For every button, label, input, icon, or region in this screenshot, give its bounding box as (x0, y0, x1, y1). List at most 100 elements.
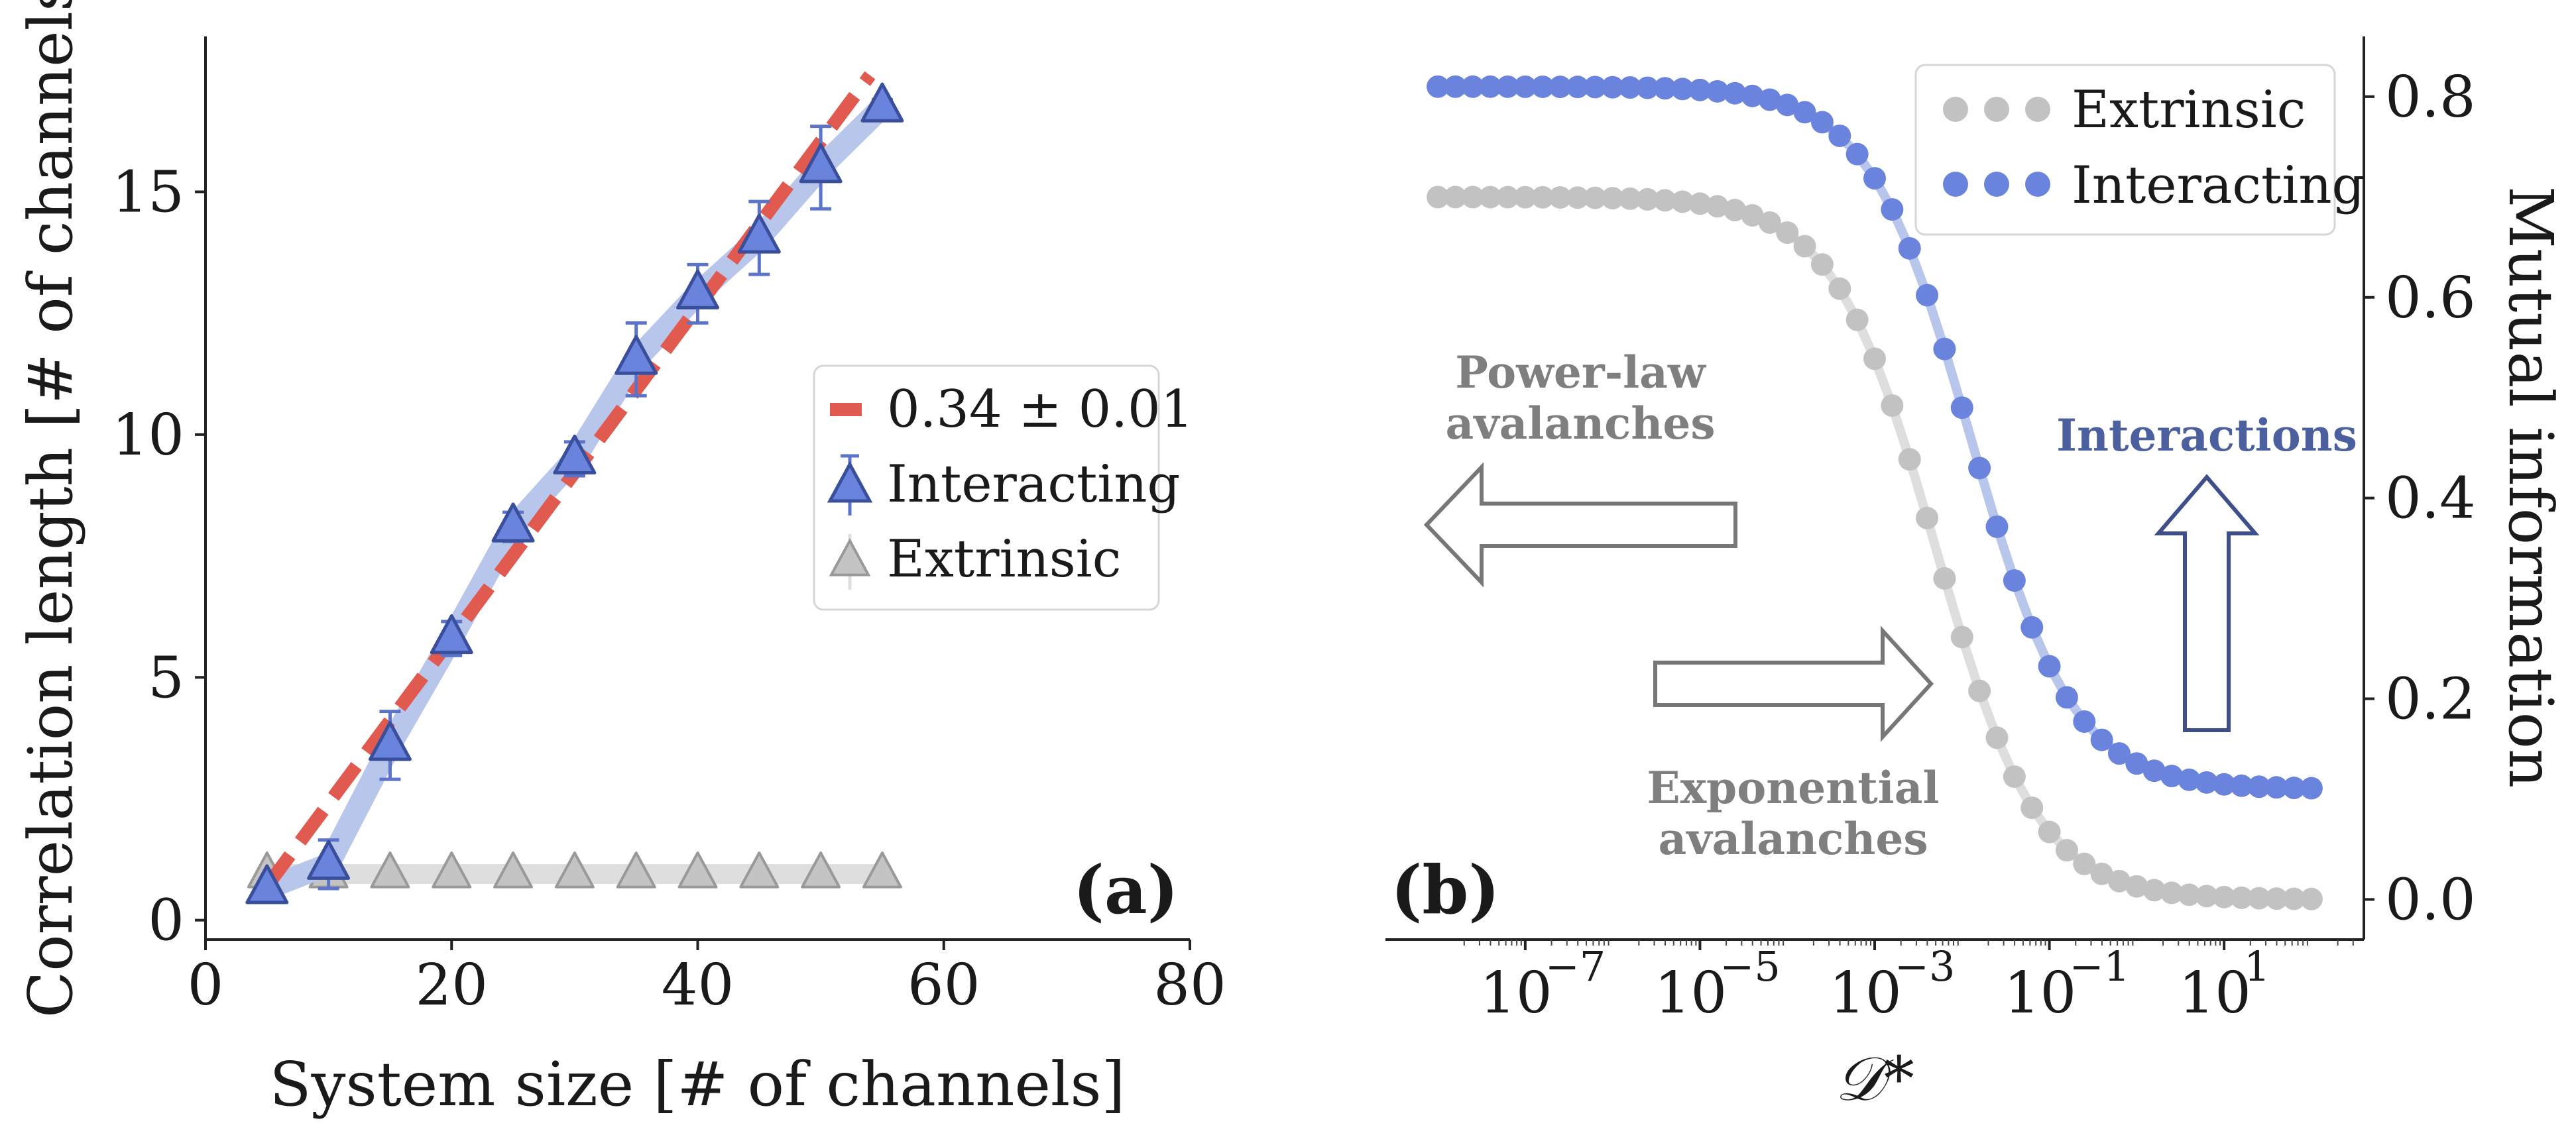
chart-b-xtick-label: 10 (2004, 960, 2076, 1026)
chart-a-legend-frame (813, 364, 1160, 611)
chart-b-ytick-label: 0.2 (2385, 667, 2476, 733)
chart-a-xlabel: System size [# of channels] (270, 1049, 1126, 1120)
chart-b-xtick-exponent: −5 (1720, 942, 1780, 991)
extrinsic-b-point (1688, 192, 1712, 215)
annot-power-law-line1: Power-law (1455, 347, 1707, 398)
interacting-b-point (1427, 75, 1450, 98)
interacting-b-point (1724, 82, 1747, 105)
interacting-b-point (1549, 76, 1572, 99)
extrinsic-b-point (1724, 199, 1747, 222)
extrinsic-point (370, 851, 410, 889)
interacting-b-point (1950, 396, 1973, 419)
chart-b-xtick-label: 10 (1655, 960, 1727, 1026)
interacting-b-point (1828, 124, 1851, 147)
extrinsic-b-point (1427, 186, 1450, 209)
extrinsic-b-point (2038, 820, 2061, 844)
extrinsic-b-point (1584, 186, 1607, 209)
interacting-b-point (1933, 337, 1956, 360)
interacting-b-point (1916, 284, 1939, 307)
legend-b-interacting-swatch (1943, 172, 2050, 197)
chart-b-xtick-exponent: −7 (1545, 942, 1606, 991)
extrinsic-b-point (1828, 277, 1851, 300)
interacting-b-point (1461, 75, 1484, 98)
interacting-point (737, 213, 781, 254)
extrinsic-b-point (1531, 186, 1554, 209)
interacting-b-point (1601, 76, 1624, 99)
chart-b-ytick-label: 0.4 (2385, 466, 2476, 532)
interacting-b-point (2090, 728, 2113, 751)
extrinsic-b-point (1845, 308, 1869, 331)
chart-a-xtick-label: 0 (188, 952, 224, 1018)
extrinsic-b-point (1793, 235, 1816, 258)
legend-b-interacting-dot (1984, 172, 2009, 197)
legend-extrinsic-marker (829, 537, 871, 576)
interacting-b-point (1985, 515, 2009, 538)
interacting-b-point (2160, 765, 2184, 788)
interacting-b-point (2142, 759, 2166, 783)
extrinsic-b-point (2300, 887, 2323, 910)
annot-exponential-line2: avalanches (1658, 813, 1928, 865)
chart-a-ytick-label: 15 (112, 159, 184, 225)
legend-b-extrinsic-dot (1943, 97, 1968, 122)
chart-a-xtick-label: 40 (662, 952, 734, 1018)
interacting-b-point (2247, 775, 2270, 798)
extrinsic-point (862, 851, 902, 889)
extrinsic-b-point (2282, 887, 2306, 910)
legend-extrinsic-swatch (829, 534, 871, 590)
interacting-b-point (1741, 84, 1764, 107)
legend-interacting-marker (827, 461, 873, 503)
interacting-b-point (2020, 616, 2044, 639)
interacting-b-point (2282, 777, 2306, 800)
extrinsic-b-point (1898, 448, 1921, 471)
chart-b-xtick-exponent: −3 (1895, 942, 1955, 991)
extrinsic-b-point (1444, 186, 1467, 209)
interacting-b-point (1968, 457, 1991, 480)
interacting-b-point (1531, 75, 1554, 98)
extrinsic-b-point (2003, 765, 2026, 789)
interacting-b-point (1444, 75, 1467, 98)
interacting-point (860, 82, 904, 123)
extrinsic-b-point (2265, 887, 2288, 910)
extrinsic-point (493, 851, 534, 889)
chart-b-ytick-label: 0.8 (2385, 64, 2476, 131)
extrinsic-point (801, 851, 841, 889)
extrinsic-b-point (2178, 883, 2201, 906)
extrinsic-b-point (2020, 796, 2044, 820)
interacting-b-point (2195, 771, 2218, 794)
interacting-b-point (1758, 88, 1781, 111)
arrow-left (1423, 462, 1737, 588)
extrinsic-b-point (2247, 887, 2270, 910)
interacting-b-point (1706, 80, 1729, 103)
extrinsic-b-point (1671, 190, 1694, 213)
interacting-point (799, 143, 843, 184)
chart-b-xtick-label: 10 (1829, 960, 1901, 1026)
legend-b-interacting-label: Interacting (2072, 156, 2365, 215)
interacting-b-point (1496, 75, 1519, 98)
interacting-b-point (1636, 76, 1659, 99)
extrinsic-point (432, 851, 472, 889)
legend-interacting-swatch (827, 454, 873, 516)
interacting-b-point (2125, 752, 2148, 775)
legend-fit-label: 0.34 ± 0.01 (887, 380, 1193, 439)
chart-a-xtick-label: 60 (907, 952, 980, 1018)
extrinsic-b-point (1601, 187, 1624, 210)
interacting-b-point (1671, 78, 1694, 101)
interacting-point (676, 269, 719, 309)
extrinsic-b-point (1985, 726, 2009, 749)
chart-a-ytick-label: 0 (148, 888, 184, 954)
chart-b-ytick-label: 0.6 (2385, 265, 2476, 331)
chart-a-legend: 0.34 ± 0.01 Interacting Extrinsic (813, 364, 1193, 611)
extrinsic-b-point (2055, 839, 2078, 862)
interacting-b-point (2073, 710, 2096, 733)
extrinsic-b-point (1549, 186, 1572, 209)
extrinsic-b-point (1653, 189, 1676, 212)
extrinsic-b-point (1863, 347, 1886, 370)
interacting-b-point (1619, 76, 1641, 99)
extrinsic-b-point (1496, 186, 1519, 209)
chart-b-panel-label: (b) (1391, 851, 1500, 929)
extrinsic-b-point (1636, 188, 1659, 211)
interacting-b-point (2178, 768, 2201, 791)
